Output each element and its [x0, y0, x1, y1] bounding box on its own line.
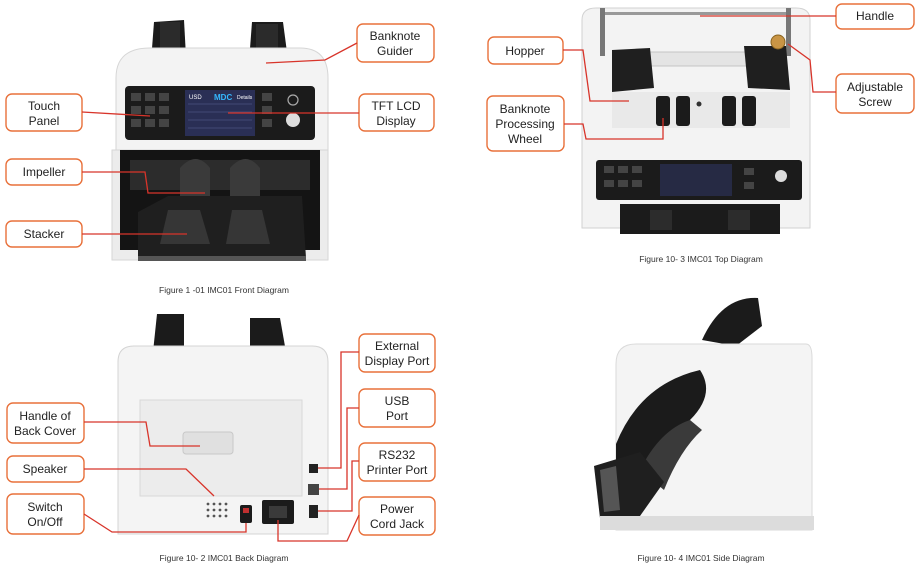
callout-speaker: Speaker: [6, 455, 215, 497]
rs232-label-line1: RS232: [379, 448, 416, 462]
back-cover-handle-label-line2: Back Cover: [14, 424, 76, 438]
callout-stacker: Stacker: [5, 220, 187, 248]
front-caption: Figure 1 -01 IMC01 Front Diagram: [159, 285, 289, 295]
power-cord-label-line2: Cord Jack: [370, 517, 425, 531]
callout-hopper: Hopper: [487, 36, 629, 102]
side-diagram: Figure 10- 4 IMC01 Side Diagram: [594, 297, 814, 563]
speaker-label: Speaker: [23, 462, 68, 476]
tft-lcd-label-line2: Display: [376, 114, 415, 128]
top-machine-illustration: [581, 7, 811, 234]
hopper-label: Hopper: [505, 44, 544, 58]
callout-handle: Handle: [700, 3, 915, 30]
switch-label-line2: On/Off: [27, 515, 63, 529]
callout-banknote-guider: Banknote Guider: [265, 23, 435, 64]
callout-rs232-printer-port: RS232 Printer Port: [318, 442, 436, 512]
tft-lcd-label-line1: TFT LCD: [371, 99, 420, 113]
callout-tft-lcd-display: TFT LCD Display: [228, 93, 435, 132]
touch-panel-label-line2: Panel: [29, 114, 60, 128]
external-display-label-line2: Display Port: [365, 354, 430, 368]
switch-label-line1: Switch: [27, 500, 62, 514]
screen-tab: Details: [237, 95, 253, 101]
front-machine-illustration: USD MDC Details: [111, 20, 329, 261]
back-machine-illustration: [117, 314, 329, 535]
usb-label-line2: Port: [386, 409, 409, 423]
processing-wheel-label-line3: Wheel: [508, 132, 542, 146]
adjustable-screw-label-line2: Screw: [858, 95, 892, 109]
callout-usb-port: USB Port: [319, 388, 436, 490]
usb-label-line1: USB: [385, 394, 410, 408]
callout-impeller: Impeller: [5, 158, 205, 194]
power-cord-label-line1: Power: [380, 502, 414, 516]
side-caption: Figure 10- 4 IMC01 Side Diagram: [637, 553, 764, 563]
banknote-guider-label-line1: Banknote: [370, 29, 421, 43]
adjustable-screw-label-line1: Adjustable: [847, 80, 903, 94]
callout-power-cord-jack: Power Cord Jack: [277, 496, 436, 542]
side-machine-illustration: [594, 297, 814, 531]
impeller-label: Impeller: [23, 165, 66, 179]
handle-label: Handle: [856, 9, 894, 23]
stacker-label: Stacker: [24, 227, 65, 241]
processing-wheel-label-line1: Banknote: [500, 102, 551, 116]
callout-touch-panel: Touch Panel: [5, 93, 151, 132]
top-caption: Figure 10- 3 IMC01 Top Diagram: [639, 254, 763, 264]
screen-brand: MDC: [214, 93, 232, 102]
rs232-label-line2: Printer Port: [367, 463, 428, 477]
top-diagram: Handle Hopper Adjustable Screw Banknote …: [486, 3, 915, 264]
external-display-label-line1: External: [375, 339, 419, 353]
callout-adjustable-screw: Adjustable Screw: [787, 43, 915, 114]
screen-currency: USD: [189, 95, 202, 101]
callout-handle-of-back-cover: Handle of Back Cover: [6, 402, 200, 447]
banknote-guider-label-line2: Guider: [377, 44, 413, 58]
processing-wheel-label-line2: Processing: [495, 117, 554, 131]
back-caption: Figure 10- 2 IMC01 Back Diagram: [160, 553, 289, 563]
back-cover-handle-label-line1: Handle of: [19, 409, 71, 423]
touch-panel-label-line1: Touch: [28, 99, 60, 113]
callout-external-display-port: External Display Port: [318, 333, 436, 469]
callout-banknote-processing-wheel: Banknote Processing Wheel: [486, 95, 664, 152]
callout-switch-on-off: Switch On/Off: [6, 493, 247, 535]
front-diagram: USD MDC Details: [5, 20, 435, 295]
back-diagram: External Display Port USB Port RS232 Pri…: [6, 314, 436, 563]
